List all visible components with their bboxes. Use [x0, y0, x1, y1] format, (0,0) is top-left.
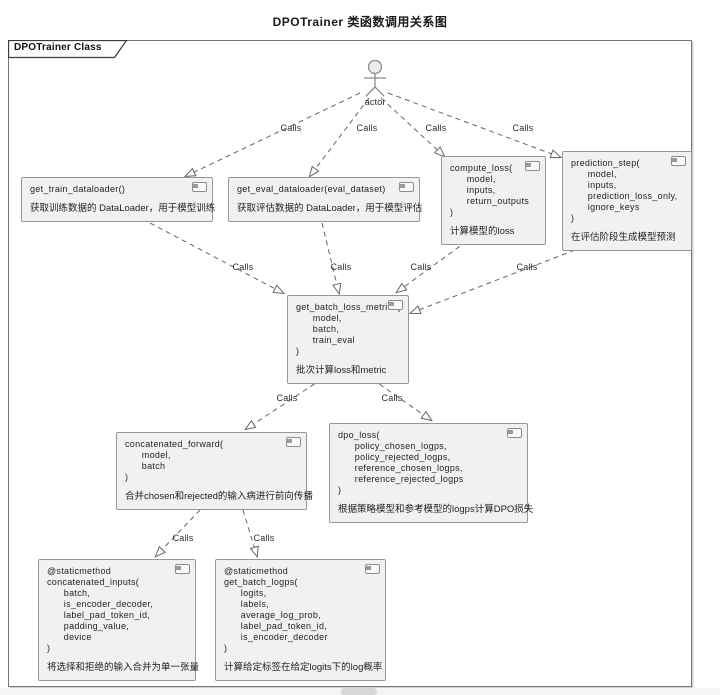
node-code: compute_loss( model, inputs, return_outp…	[450, 163, 530, 217]
card-icon	[365, 564, 380, 574]
card-icon	[507, 428, 522, 438]
edge-label-calls: Calls	[381, 393, 403, 403]
node-concatenated-inputs: @staticmethod concatenated_inputs( batch…	[38, 559, 200, 681]
node-desc: 在评估阶段生成模型预测	[571, 232, 676, 243]
footer-pill-decoration	[341, 688, 377, 695]
edge-label-calls: Calls	[280, 123, 302, 133]
edge-label-calls: Calls	[172, 533, 194, 543]
node-dpo-loss: dpo_loss( policy_chosen_logps, policy_re…	[329, 423, 534, 523]
node-code: dpo_loss( policy_chosen_logps, policy_re…	[338, 430, 464, 495]
edge-label-calls: Calls	[330, 262, 352, 272]
node-desc: 计算给定标签在给定logits下的log概率	[224, 662, 383, 673]
node-code: prediction_step( model, inputs, predicti…	[571, 158, 678, 223]
node-desc: 获取评估数据的 DataLoader，用于模型评估	[237, 203, 423, 214]
card-icon	[175, 564, 190, 574]
edge-label-calls: Calls	[410, 262, 432, 272]
edge-label-calls: Calls	[232, 262, 254, 272]
node-desc: 将选择和拒绝的输入合并为单一张量	[47, 662, 200, 673]
node-desc: 计算模型的loss	[450, 226, 515, 237]
actor-label: actor	[364, 97, 386, 108]
card-icon	[388, 300, 403, 310]
node-code: @staticmethod get_batch_logps( logits, l…	[224, 566, 328, 653]
node-get-batch-logps: @staticmethod get_batch_logps( logits, l…	[215, 559, 386, 681]
card-icon	[525, 161, 540, 171]
node-desc: 获取训练数据的 DataLoader，用于模型训练	[30, 203, 216, 214]
node-desc: 批次计算loss和metric	[296, 365, 387, 376]
edge-label-calls: Calls	[276, 393, 298, 403]
card-icon	[671, 156, 686, 166]
card-icon	[399, 182, 414, 192]
frame-label-tab	[8, 40, 128, 59]
edge-label-calls: Calls	[512, 123, 534, 133]
node-code: concatenated_forward( model, batch )	[125, 439, 224, 482]
edge-label-calls: Calls	[516, 262, 538, 272]
edge-label-calls: Calls	[356, 123, 378, 133]
node-concatenated-forward: concatenated_forward( model, batch ) 合并c…	[116, 432, 313, 510]
node-desc: 根据策略模型和参考模型的logps计算DPO损失	[338, 504, 534, 515]
node-desc: 合并chosen和rejected的输入病进行前向传播	[125, 491, 313, 502]
edge-label-calls: Calls	[425, 123, 447, 133]
node-code: get_train_dataloader()	[30, 184, 126, 194]
page-title: DPOTrainer 类函数调用关系图	[272, 15, 448, 29]
node-code: @staticmethod concatenated_inputs( batch…	[47, 566, 154, 653]
node-get-batch-loss-metrics: get_batch_loss_metrics( model, batch, tr…	[287, 295, 409, 384]
node-get-eval-dataloader: get_eval_dataloader(eval_dataset) 获取评估数据…	[228, 177, 423, 222]
node-prediction-step: prediction_step( model, inputs, predicti…	[562, 151, 692, 251]
card-icon	[286, 437, 301, 447]
node-compute-loss: compute_loss( model, inputs, return_outp…	[441, 156, 546, 245]
frame-label: DPOTrainer Class	[14, 42, 102, 53]
node-get-train-dataloader: get_train_dataloader() 获取训练数据的 DataLoade…	[21, 177, 216, 222]
node-code: get_eval_dataloader(eval_dataset)	[237, 184, 386, 194]
edge-label-calls: Calls	[253, 533, 275, 543]
card-icon	[192, 182, 207, 192]
node-code: get_batch_loss_metrics( model, batch, tr…	[296, 302, 401, 356]
